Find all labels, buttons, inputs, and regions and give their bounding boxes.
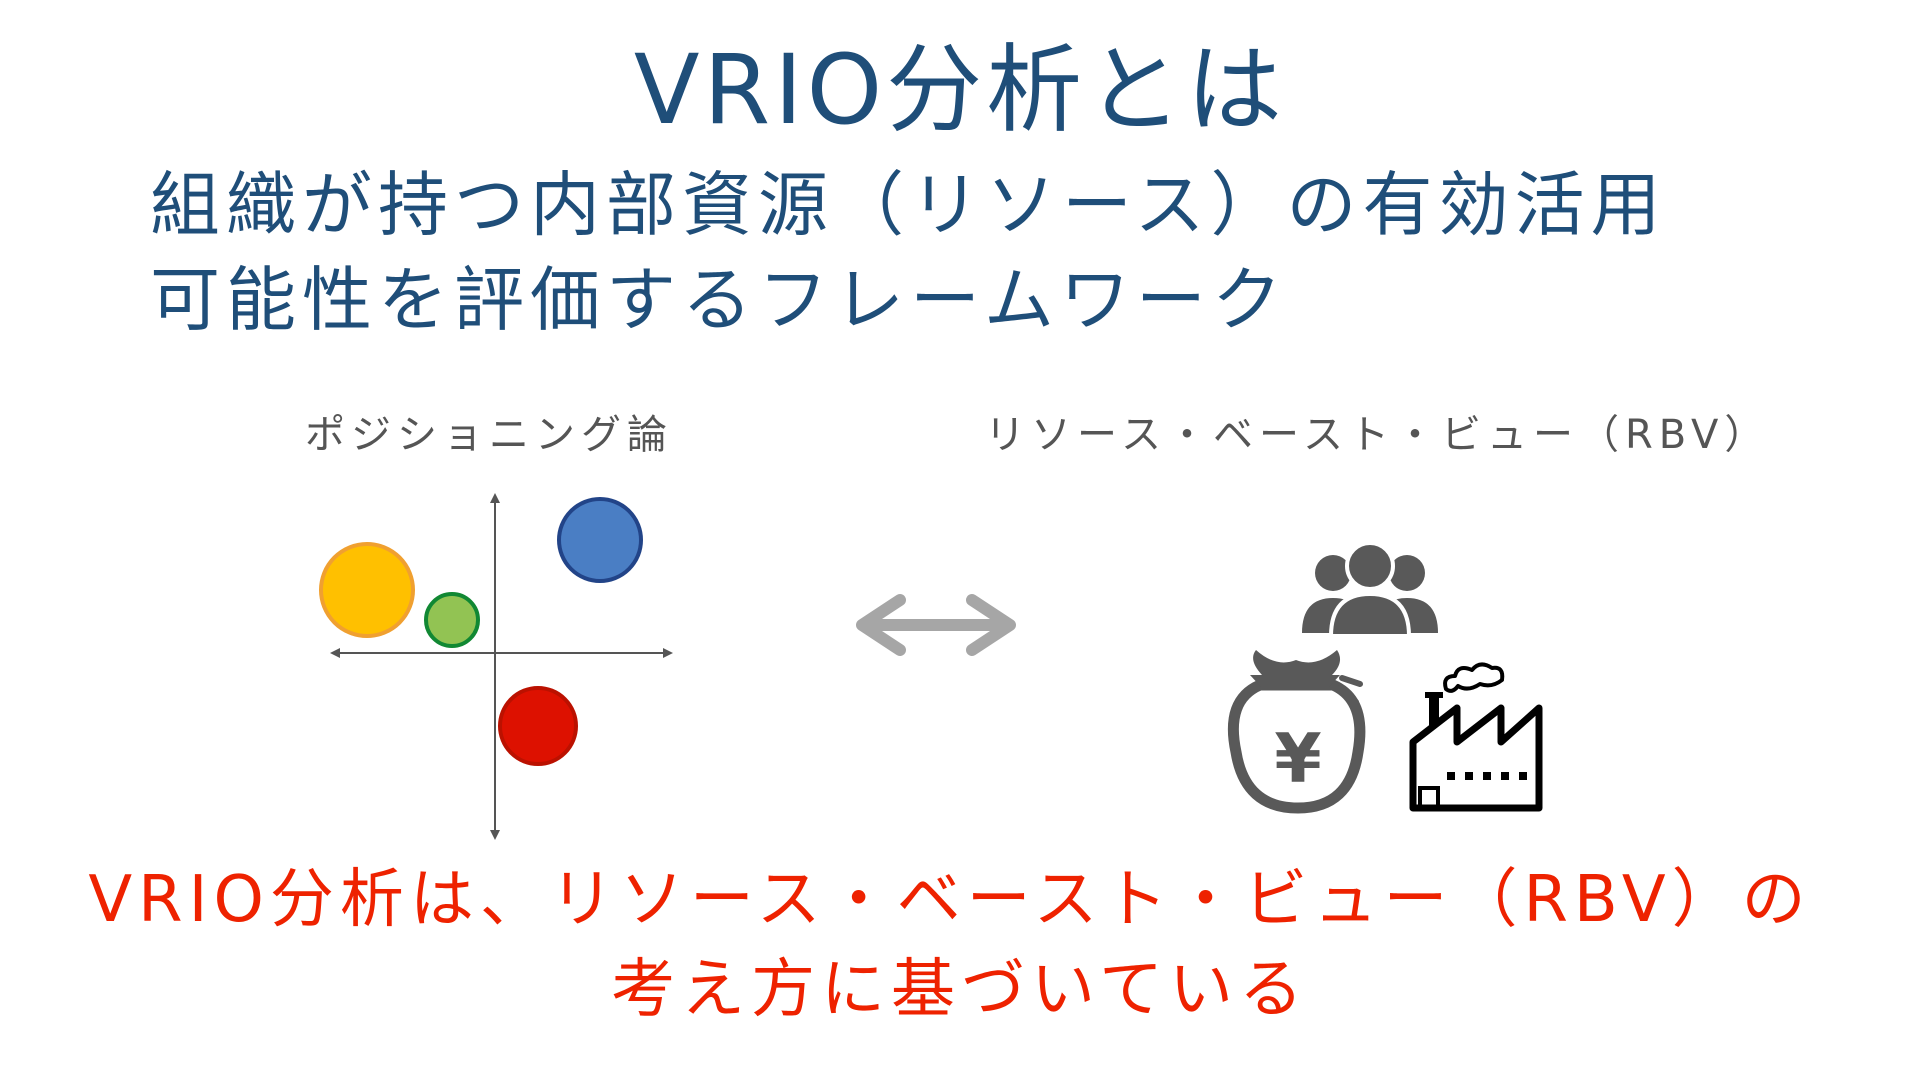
bubble-green	[424, 592, 480, 648]
double-arrow-icon	[856, 594, 1016, 656]
rbv-label: リソース・ベースト・ビュー（RBV）	[985, 412, 1771, 458]
yen-symbol: ¥	[1274, 720, 1321, 799]
bubble-blue	[557, 497, 643, 583]
positioning-chart-icon	[319, 493, 673, 840]
conclusion-line-2: 考え方に基づいている	[610, 953, 1310, 1027]
yen-money-bag-icon: ¥	[1227, 650, 1366, 814]
conclusion-line-1: VRIO分析は、リソース・ベースト・ビュー（RBV）の	[88, 863, 1812, 937]
subtitle-line-2: 可能性を評価するフレームワーク	[150, 259, 1288, 341]
people-group-icon	[1302, 541, 1438, 638]
positioning-theory-label: ポジショニング論	[305, 412, 673, 458]
page-title: VRIO分析とは	[633, 34, 1287, 146]
subtitle-line-1: 組織が持つ内部資源（リソース）の有効活用	[150, 164, 1667, 246]
bubble-red	[498, 686, 578, 766]
factory-icon	[1409, 662, 1543, 812]
bubble-orange	[319, 542, 415, 638]
